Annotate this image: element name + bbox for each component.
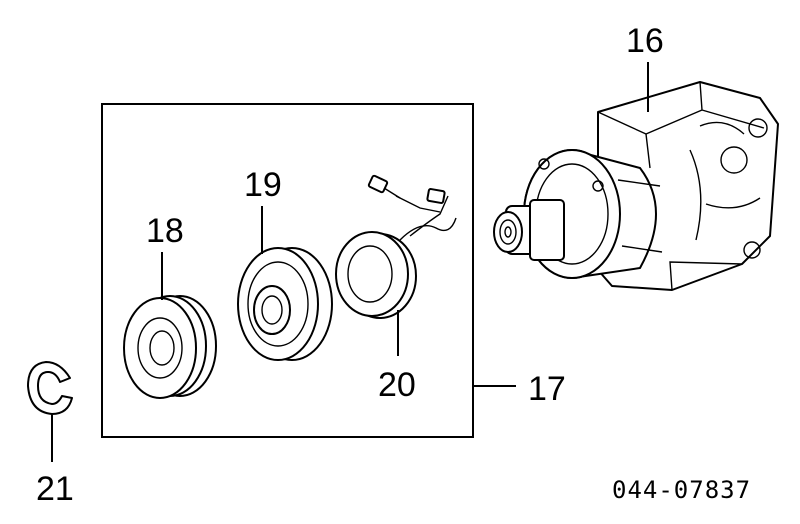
callout-20: 20	[378, 366, 416, 404]
callout-18: 18	[146, 212, 184, 250]
armature-part-19	[237, 247, 333, 361]
pulley-part-18	[123, 295, 217, 399]
compressor-part-16	[493, 81, 779, 291]
assembly-17-box	[101, 103, 474, 438]
diagram-code: 044-07837	[612, 476, 751, 504]
callout-21: 21	[36, 470, 74, 508]
coil-part-20	[335, 174, 457, 319]
callout-16: 16	[626, 22, 664, 60]
callout-17: 17	[528, 370, 566, 408]
snap-ring-part-21	[27, 361, 73, 415]
callout-19: 19	[244, 166, 282, 204]
